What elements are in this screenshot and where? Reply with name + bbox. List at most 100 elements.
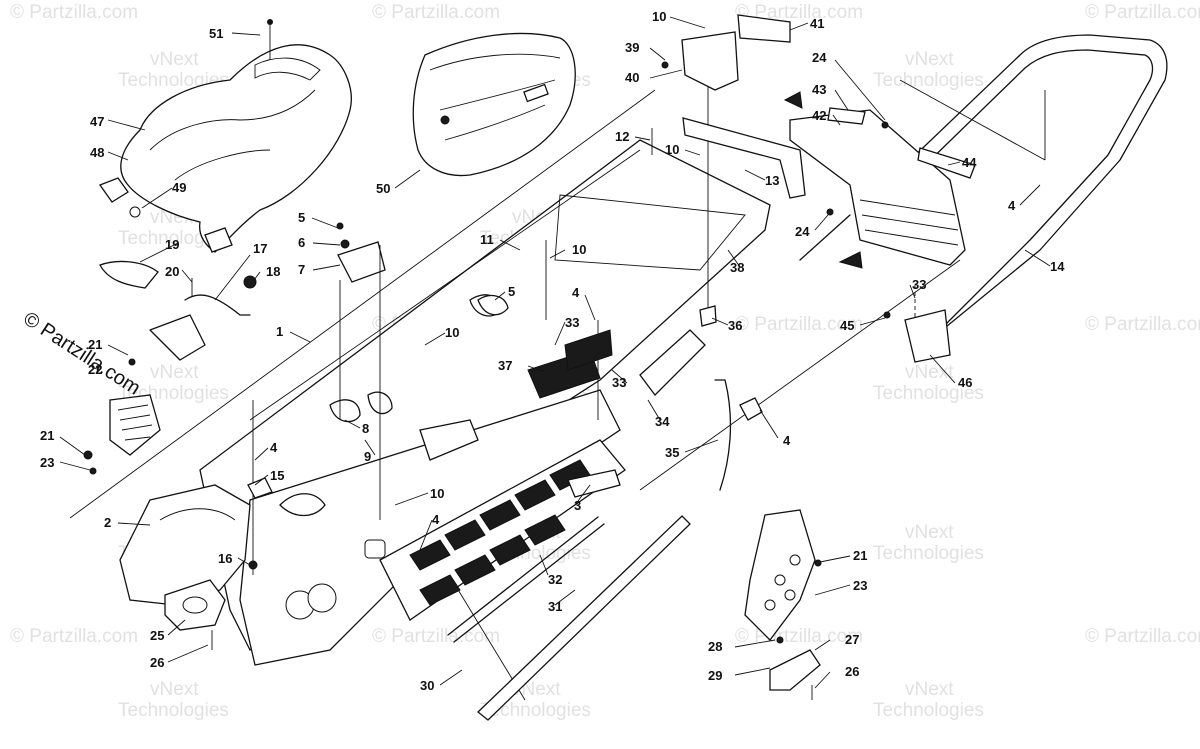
- callout-4-center[interactable]: 4: [572, 285, 580, 300]
- callout-4-bumper[interactable]: 4: [1008, 198, 1016, 213]
- callout-36[interactable]: 36: [728, 318, 742, 333]
- leader-44: [947, 161, 961, 166]
- leader-47: [107, 119, 146, 131]
- callout-28[interactable]: 28: [708, 639, 722, 654]
- callout-41[interactable]: 41: [810, 16, 824, 31]
- tunnel-heat-exchanger: [419, 419, 479, 461]
- callout-24-lower[interactable]: 24: [795, 224, 810, 239]
- callout-50[interactable]: 50: [376, 181, 390, 196]
- callout-47[interactable]: 47: [90, 114, 104, 129]
- callout-45[interactable]: 45: [840, 318, 854, 333]
- callout-33-center[interactable]: 33: [565, 315, 579, 330]
- callout-10-mid[interactable]: 10: [572, 242, 586, 257]
- callout-19[interactable]: 19: [165, 237, 179, 252]
- callout-35[interactable]: 35: [665, 445, 679, 460]
- seat-seam: [149, 89, 316, 151]
- callout-43[interactable]: 43: [812, 82, 826, 97]
- callout-3[interactable]: 3: [574, 498, 581, 513]
- callout-10-center[interactable]: 10: [445, 325, 459, 340]
- leader-21-lower: [59, 436, 86, 456]
- callout-12[interactable]: 12: [615, 129, 629, 144]
- callout-17[interactable]: 17: [253, 241, 267, 256]
- part-21-clip-right: [814, 559, 822, 567]
- watermark-technologies: Technologies: [118, 700, 229, 721]
- callout-20[interactable]: 20: [165, 264, 179, 279]
- part-5-screw: [336, 222, 344, 230]
- callout-32[interactable]: 32: [548, 572, 562, 587]
- callout-15[interactable]: 15: [270, 468, 284, 483]
- callout-6[interactable]: 6: [298, 235, 305, 250]
- lower-rails: [447, 469, 691, 721]
- leader-5-center: [494, 291, 506, 301]
- callout-51[interactable]: 51: [209, 26, 223, 41]
- watermark-technologies: Technologies: [480, 700, 591, 721]
- watermark-technologies: Technologies: [873, 70, 984, 91]
- callout-10-lower[interactable]: 10: [430, 486, 444, 501]
- callout-46[interactable]: 46: [958, 375, 972, 390]
- callout-27[interactable]: 27: [845, 632, 859, 647]
- callout-23-right[interactable]: 23: [853, 578, 867, 593]
- leader-10-upper: [684, 149, 701, 156]
- part-23-screw: [89, 467, 97, 475]
- callout-5[interactable]: 5: [298, 210, 305, 225]
- callout-49[interactable]: 49: [172, 180, 186, 195]
- callout-39[interactable]: 39: [625, 40, 639, 55]
- callout-14[interactable]: 14: [1050, 259, 1065, 274]
- footrest-hole: [789, 554, 801, 566]
- watermark-partzilla: © Partzilla.com: [1085, 314, 1200, 335]
- part-7-bracket: [337, 241, 386, 283]
- part-24-screw: [826, 208, 834, 216]
- callout-2[interactable]: 2: [104, 515, 111, 530]
- callout-29[interactable]: 29: [708, 668, 722, 683]
- callout-33-right[interactable]: 33: [612, 375, 626, 390]
- callout-4-lower[interactable]: 4: [432, 512, 440, 527]
- callout-21-right[interactable]: 21: [853, 548, 867, 563]
- leader-8: [344, 419, 361, 429]
- leader-7: [312, 264, 341, 271]
- part-21-clip-upper: [128, 358, 136, 366]
- callout-42[interactable]: 42: [812, 108, 826, 123]
- leader-51: [231, 32, 261, 36]
- callout-7[interactable]: 7: [298, 262, 305, 277]
- callout-4-right[interactable]: 4: [783, 433, 791, 448]
- callout-16[interactable]: 16: [218, 551, 232, 566]
- part-43-decal: [827, 107, 866, 125]
- callout-4-left[interactable]: 4: [270, 440, 278, 455]
- callout-18[interactable]: 18: [266, 264, 280, 279]
- footrest-hole: [784, 589, 796, 601]
- callout-10-upper[interactable]: 10: [665, 142, 679, 157]
- callout-40[interactable]: 40: [625, 70, 639, 85]
- callout-26-right[interactable]: 26: [845, 664, 859, 679]
- callout-34[interactable]: 34: [655, 414, 670, 429]
- leader-49: [141, 187, 173, 209]
- part-22-guard: [109, 394, 161, 456]
- callout-38[interactable]: 38: [730, 260, 744, 275]
- watermark-technologies: Technologies: [873, 543, 984, 564]
- callout-31[interactable]: 31: [548, 599, 562, 614]
- callout-11[interactable]: 11: [480, 232, 494, 247]
- callout-10-top[interactable]: 10: [652, 9, 666, 24]
- seat-bracket-front: [98, 177, 129, 203]
- leader-38: [727, 249, 741, 268]
- callout-9[interactable]: 9: [364, 449, 371, 464]
- callout-30[interactable]: 30: [420, 678, 434, 693]
- callout-25[interactable]: 25: [150, 628, 164, 643]
- leader-16: [237, 557, 251, 566]
- callout-24-upper[interactable]: 24: [812, 50, 827, 65]
- callout-5-center[interactable]: 5: [508, 284, 515, 299]
- callout-13[interactable]: 13: [765, 173, 779, 188]
- part-16-bolt: [248, 560, 258, 570]
- callout-37[interactable]: 37: [498, 358, 512, 373]
- callout-1[interactable]: 1: [276, 324, 283, 339]
- callout-8[interactable]: 8: [362, 421, 369, 436]
- watermark-partzilla: © Partzilla.com: [372, 2, 500, 23]
- callout-33-bumper[interactable]: 33: [912, 277, 926, 292]
- callout-48[interactable]: 48: [90, 145, 104, 160]
- callout-21-lower[interactable]: 21: [40, 428, 54, 443]
- callout-21[interactable]: 21: [88, 337, 102, 352]
- callout-22[interactable]: 22: [88, 362, 102, 377]
- part-28-screw: [776, 636, 784, 644]
- callout-44[interactable]: 44: [962, 155, 977, 170]
- callout-23[interactable]: 23: [40, 455, 54, 470]
- callout-26[interactable]: 26: [150, 655, 164, 670]
